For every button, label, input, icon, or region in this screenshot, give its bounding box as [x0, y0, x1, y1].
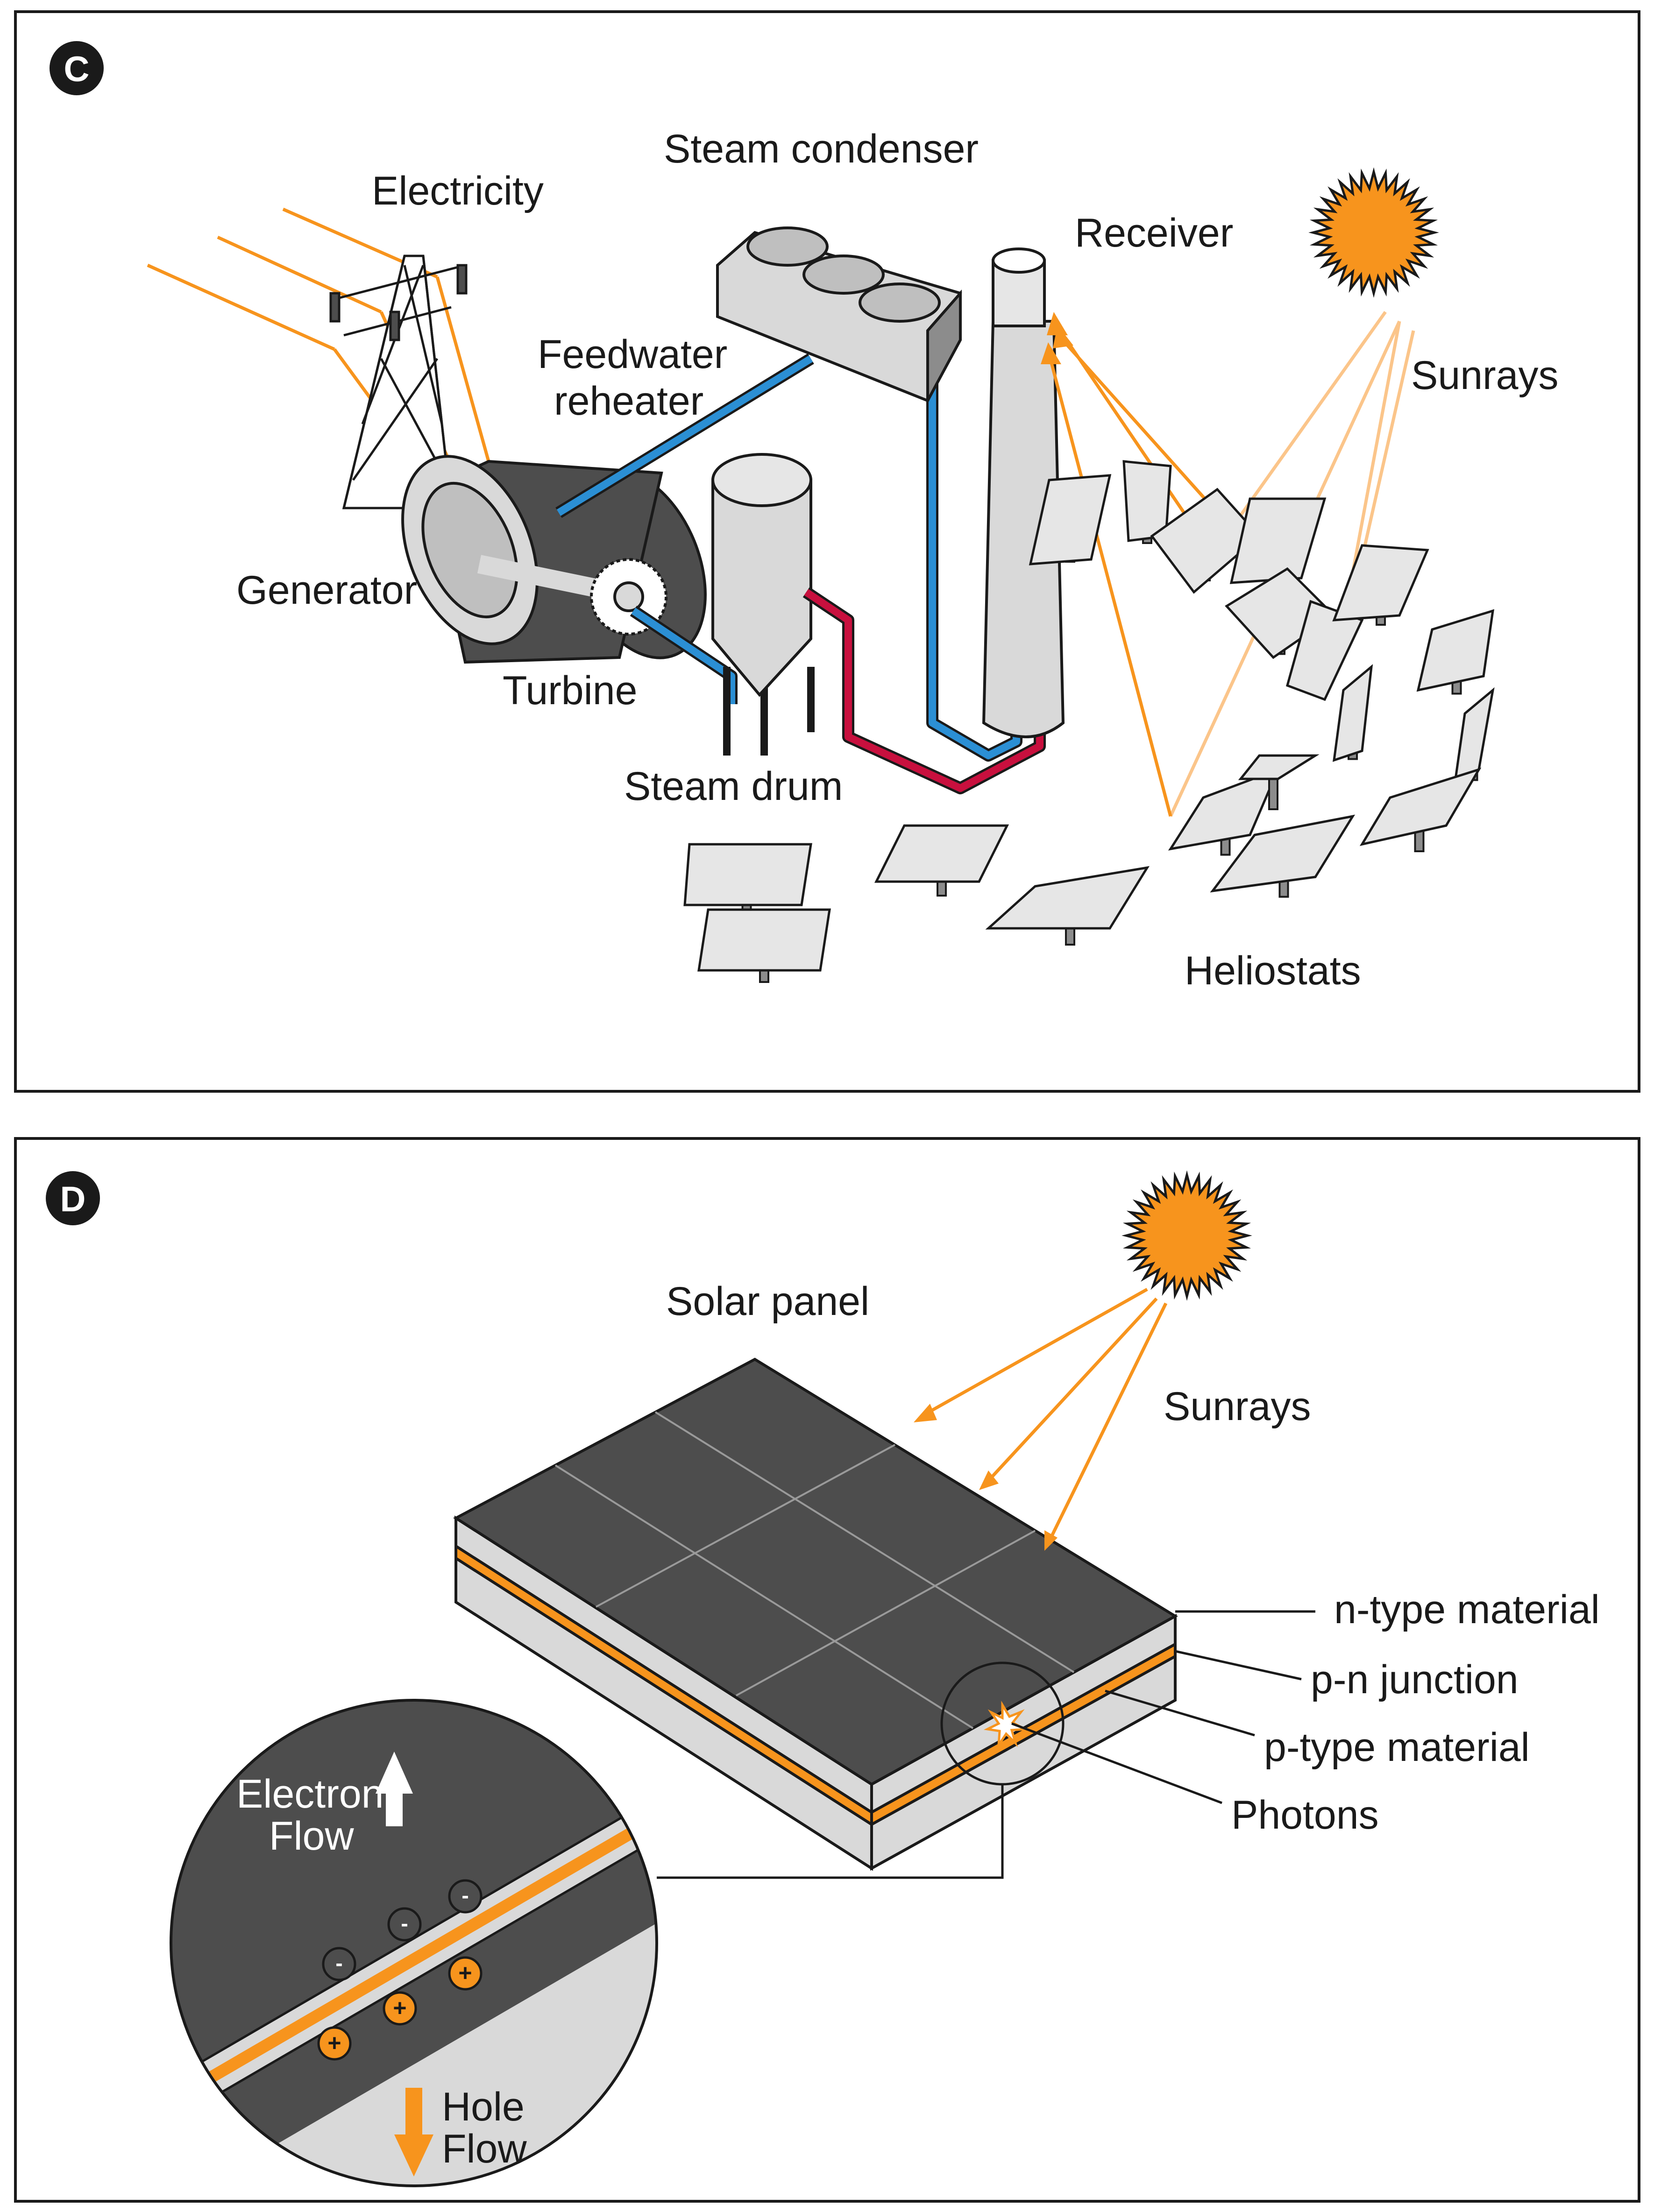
hole-charge: +: [317, 2026, 352, 2061]
label-electricity: Electricity: [372, 169, 544, 213]
heliostat-field: [683, 460, 1495, 983]
label-sunrays-d: Sunrays: [1164, 1384, 1311, 1429]
label-heliostats: Heliostats: [1185, 948, 1361, 993]
svg-text:-: -: [461, 1883, 469, 1908]
hole-charge: +: [383, 1991, 417, 2026]
label-n-type: n-type material: [1334, 1587, 1600, 1632]
transmission-tower: [329, 254, 468, 509]
panel-d-badge: D: [46, 1171, 100, 1225]
heliostat-mirror: [1332, 544, 1429, 622]
label-electron-flow-2: Flow: [269, 1814, 354, 1859]
ray-arrowheads: [1041, 312, 1073, 364]
heliostat-mirror: [1210, 814, 1356, 893]
svg-text:C: C: [64, 49, 90, 89]
leader-lines: [657, 1610, 1315, 1879]
heliostat-mirror: [1416, 609, 1495, 692]
svg-text:+: +: [327, 2030, 341, 2056]
svg-text:+: +: [393, 1995, 406, 2021]
generator-turbine: [401, 455, 707, 664]
hole-flow-arrow-icon: [394, 2088, 433, 2177]
label-feedwater-2: reheater: [554, 379, 703, 424]
label-p-type: p-type material: [1264, 1725, 1530, 1770]
sunray-arrowheads: [914, 1404, 1058, 1551]
electron-flow-arrow-icon: [376, 1752, 413, 1826]
heliostat-mirror: [985, 866, 1150, 930]
heliostat-mirror: [1229, 497, 1327, 584]
heliostat-mirror: [697, 908, 831, 972]
hole-charge: +: [448, 1956, 483, 1991]
label-sunrays-c: Sunrays: [1411, 353, 1559, 398]
label-turbine: Turbine: [503, 668, 637, 713]
heliostat-mirror: [1454, 687, 1495, 781]
svg-text:-: -: [401, 1911, 408, 1936]
photon-spark-icon: [983, 1700, 1029, 1750]
sun-icon: [1122, 1170, 1252, 1301]
label-hole-flow-1: Hole: [442, 2085, 525, 2129]
heliostat-mirror: [874, 824, 1009, 883]
label-generator: Generator: [236, 568, 417, 613]
panel-d-photovoltaic: D: [14, 1137, 1640, 2203]
solar-panel: [453, 1357, 1178, 1871]
panel-c-badge: C: [50, 41, 104, 95]
panel-c-concentrated-solar: C: [14, 10, 1640, 1093]
label-photons: Photons: [1231, 1793, 1379, 1837]
label-steam-condenser: Steam condenser: [664, 127, 979, 171]
label-electron-flow-1: Electron: [236, 1772, 384, 1816]
heliostat-mirror: [1359, 767, 1482, 846]
electron-charge: -: [387, 1907, 422, 1942]
heliostat-mirror: [1238, 754, 1320, 780]
svg-text:-: -: [335, 1951, 342, 1975]
receiver-tower: [982, 247, 1065, 738]
zoom-circle: [170, 1699, 658, 2187]
electron-charge: -: [448, 1879, 483, 1914]
electron-charge: -: [322, 1947, 356, 1981]
label-receiver: Receiver: [1075, 211, 1233, 255]
steam-condenser: [716, 226, 962, 403]
zoom-detail: [171, 1700, 657, 2186]
sun-icon: [1308, 167, 1439, 298]
sunrays-d: [922, 1287, 1168, 1542]
label-pn-junction: p-n junction: [1311, 1657, 1519, 1702]
steam-drum: [711, 453, 815, 756]
svg-text:+: +: [458, 1960, 472, 1986]
panel-c-diagram: C: [50, 41, 1559, 993]
svg-text:D: D: [60, 1180, 86, 1219]
panel-d-diagram: D: [46, 1170, 1600, 2187]
heliostat-mirror: [1029, 474, 1112, 565]
label-hole-flow-2: Flow: [442, 2127, 527, 2171]
label-feedwater-1: Feedwater: [538, 332, 727, 377]
label-solar-panel: Solar panel: [666, 1279, 869, 1324]
zoom-circle-small: [940, 1661, 1065, 1786]
heliostat-mirror: [683, 843, 812, 906]
label-steam-drum: Steam drum: [624, 764, 843, 809]
heliostat-mirror: [1332, 664, 1373, 762]
